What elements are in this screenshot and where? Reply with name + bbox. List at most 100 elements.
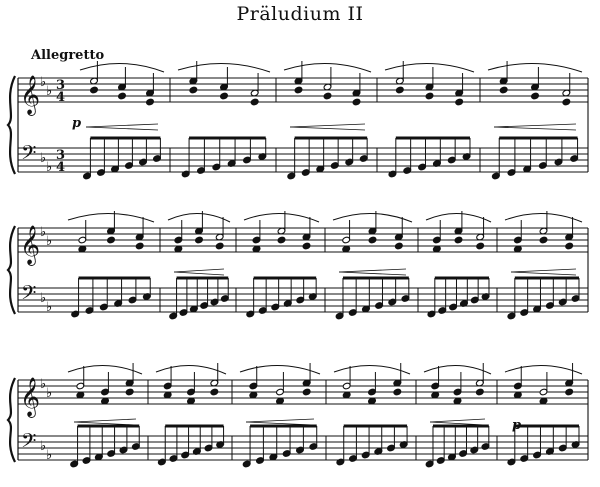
key-flat: ♭ bbox=[46, 386, 52, 401]
treble-note-head bbox=[210, 388, 219, 396]
treble-note-head bbox=[394, 242, 403, 250]
slur bbox=[167, 212, 231, 223]
key-flat: ♭ bbox=[46, 448, 52, 463]
treble-note-head bbox=[323, 92, 332, 100]
treble-note-head bbox=[249, 391, 258, 399]
treble-note-head bbox=[135, 242, 144, 250]
hairpin bbox=[85, 126, 159, 131]
treble-note-head bbox=[367, 397, 377, 405]
treble-note-head bbox=[453, 397, 462, 405]
treble-note-head bbox=[302, 242, 311, 250]
key-flat: ♭ bbox=[40, 291, 46, 306]
tempo-marking: Allegretto bbox=[31, 48, 105, 63]
treble-note-head bbox=[302, 388, 311, 396]
bass-clef: 𝄢 bbox=[21, 429, 36, 457]
treble-note-head bbox=[513, 245, 522, 253]
hairpin bbox=[289, 123, 366, 128]
treble-note-head bbox=[393, 388, 402, 396]
treble-note-head bbox=[368, 236, 377, 244]
slur bbox=[67, 213, 155, 223]
treble-note-head bbox=[539, 236, 548, 244]
hairpin bbox=[429, 418, 486, 423]
treble-note-head bbox=[189, 86, 198, 94]
treble-note-head bbox=[432, 245, 441, 253]
hairpin bbox=[493, 126, 577, 131]
hairpin bbox=[338, 271, 407, 276]
dynamic-marking-1: p bbox=[72, 116, 82, 131]
slur bbox=[155, 364, 227, 375]
treble-note-head bbox=[562, 98, 571, 106]
treble-note-head bbox=[252, 245, 261, 253]
treble-note-head bbox=[250, 98, 259, 106]
slur bbox=[177, 63, 271, 73]
hairpin bbox=[245, 418, 315, 423]
slur bbox=[67, 364, 143, 375]
hairpin bbox=[338, 268, 407, 273]
treble-note-head bbox=[395, 86, 404, 94]
time-sig-denominator: 4 bbox=[56, 160, 65, 175]
treble-note-head bbox=[76, 391, 85, 399]
slur bbox=[504, 364, 583, 375]
slur bbox=[423, 364, 492, 375]
treble-note-head bbox=[499, 86, 508, 94]
slur bbox=[384, 63, 475, 73]
hairpin bbox=[173, 271, 225, 276]
key-flat: ♭ bbox=[46, 300, 52, 315]
treble-note-head bbox=[425, 92, 434, 100]
treble-note-head bbox=[78, 245, 87, 253]
hairpin bbox=[289, 126, 366, 131]
key-flat: ♭ bbox=[40, 75, 46, 90]
slur bbox=[333, 364, 411, 375]
treble-note-head bbox=[431, 391, 440, 399]
piece-title: Präludium II bbox=[236, 3, 364, 25]
key-flat: ♭ bbox=[40, 151, 46, 166]
slur bbox=[504, 212, 583, 223]
slur bbox=[487, 63, 583, 73]
hairpin bbox=[245, 421, 315, 426]
treble-note-head bbox=[455, 98, 464, 106]
hairpin bbox=[510, 268, 577, 273]
treble-note-head bbox=[215, 242, 224, 250]
slur bbox=[243, 212, 320, 223]
hairpin bbox=[85, 123, 159, 128]
slur bbox=[239, 365, 321, 375]
hairpin bbox=[429, 421, 486, 426]
slur bbox=[425, 212, 492, 223]
treble-note-head bbox=[277, 236, 286, 244]
hairpin bbox=[493, 123, 577, 128]
treble-note-head bbox=[454, 236, 463, 244]
time-sig-denominator: 4 bbox=[56, 90, 65, 105]
key-flat: ♭ bbox=[46, 84, 52, 99]
treble-note-head bbox=[342, 391, 351, 399]
treble-clef: 𝄞 bbox=[20, 377, 40, 418]
hairpin bbox=[73, 421, 137, 426]
treble-note-head bbox=[219, 92, 229, 100]
hairpin bbox=[510, 271, 577, 276]
time-sig-numerator: 3 bbox=[56, 78, 65, 93]
hairpin bbox=[173, 268, 225, 273]
slur bbox=[79, 63, 165, 73]
treble-clef: 𝄞 bbox=[20, 75, 40, 116]
treble-note-head bbox=[275, 397, 285, 405]
key-flat: ♭ bbox=[40, 439, 46, 454]
treble-note-head bbox=[163, 391, 172, 399]
key-flat: ♭ bbox=[46, 160, 52, 175]
treble-note-head bbox=[352, 98, 361, 106]
treble-note-head bbox=[476, 242, 485, 250]
treble-note-head bbox=[186, 397, 196, 405]
treble-note-head bbox=[117, 92, 127, 100]
hairpin bbox=[73, 418, 137, 423]
treble-note-head bbox=[565, 388, 574, 396]
brace bbox=[6, 377, 16, 463]
treble-note-head bbox=[539, 397, 548, 405]
treble-note-head bbox=[100, 397, 110, 405]
treble-note-head bbox=[513, 391, 522, 399]
brace bbox=[6, 225, 16, 315]
key-flat: ♭ bbox=[46, 234, 52, 249]
treble-note-head bbox=[145, 98, 155, 106]
slur bbox=[332, 213, 413, 223]
treble-note-head bbox=[106, 236, 116, 244]
bass-clef: 𝄢 bbox=[21, 281, 36, 309]
